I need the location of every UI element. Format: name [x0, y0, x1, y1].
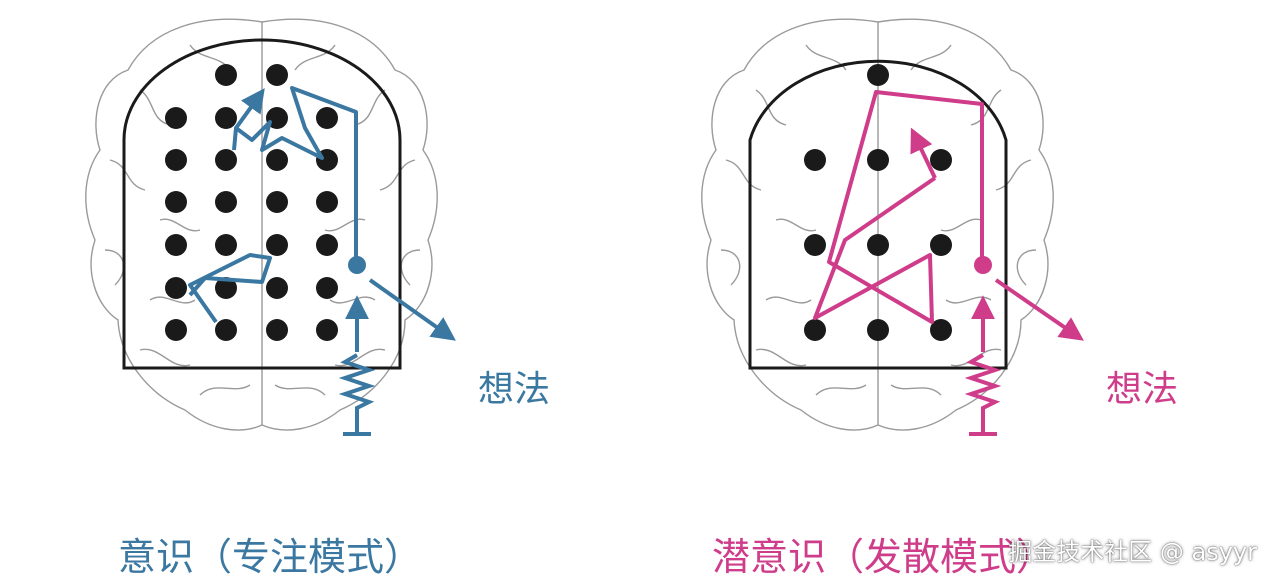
brain-outline-diffuse: [701, 18, 1054, 431]
watermark: 掘金技术社区 @ asyyr: [1008, 538, 1257, 566]
thought-node-diffuse: [974, 256, 992, 274]
spring-trigger-focused: [338, 295, 376, 436]
thought-arrow-diffuse: [994, 278, 1084, 341]
thought-path-diffuse: [813, 90, 984, 324]
frame-focused: [122, 38, 402, 370]
caption-diffuse: 潜意识（发散模式）: [712, 535, 1055, 579]
thought-label-diffuse: 想法: [1106, 369, 1179, 410]
spring-trigger-diffuse: [964, 295, 1002, 436]
neuron-grid-diffuse: [804, 64, 952, 341]
thought-path-focused: [188, 86, 358, 324]
neuron-grid-focused: [165, 64, 338, 341]
frame-diffuse: [748, 59, 1008, 370]
focused-diagram: [85, 18, 456, 436]
thought-node-focused: [348, 256, 366, 274]
thought-label-focused: 想法: [478, 369, 551, 410]
caption-focused: 意识（专注模式）: [118, 535, 423, 579]
thought-arrow-focused: [368, 278, 456, 341]
diffuse-diagram: [701, 18, 1084, 436]
